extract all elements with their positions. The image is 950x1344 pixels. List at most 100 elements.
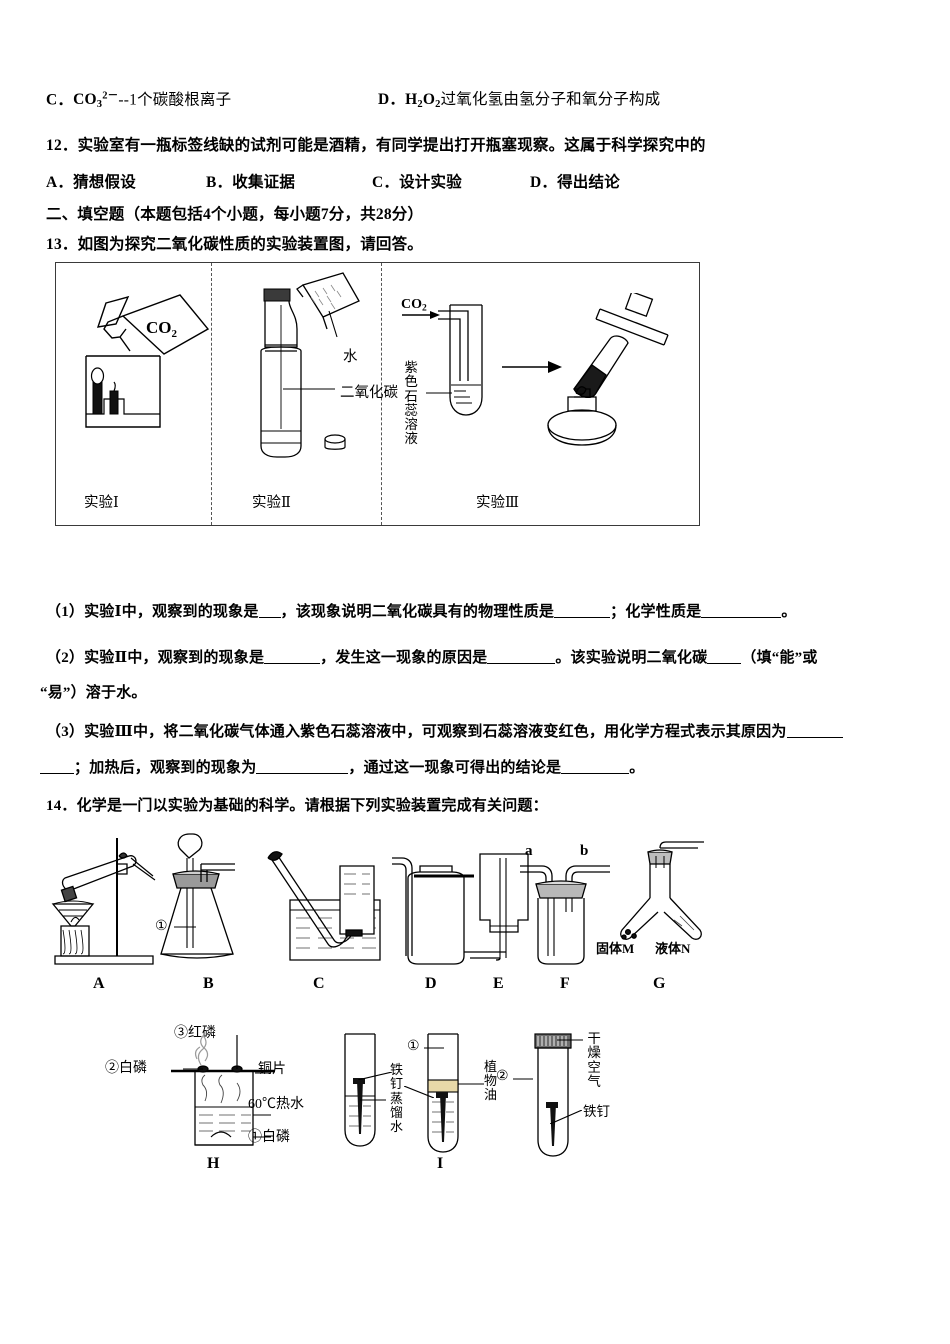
apparatus-h-drawing — [171, 1034, 275, 1146]
panel-divider-1 — [211, 263, 212, 525]
sub-q3-part-4: 。 — [629, 760, 645, 776]
callout-2-leader — [513, 1078, 533, 1080]
carbon-dioxide-label: 二氧化碳 — [340, 385, 398, 401]
co2-label-panel1: CO2 — [146, 318, 178, 340]
vegetable-oil-leader — [458, 1083, 484, 1085]
sub-q3-part-1: 实验Ⅲ中，将二氧化碳气体通入紫色石蕊溶液中，可观察到石蕊溶液变红色，用化学方程式… — [84, 724, 787, 740]
question-12-option-b: B．收集证据 — [206, 173, 295, 194]
sub-question-1: （1）实验Ⅰ中，观察到的现象是，该现象说明二氧化碳具有的物理性质是；化学性质是。 — [46, 602, 797, 622]
question-14-stem: 14．化学是一门以实验为基础的科学。请根据下列实验装置完成有关问题： — [46, 796, 548, 816]
answer-blank[interactable] — [256, 773, 349, 774]
option-d-line: D．H2O2过氧化氢由氢分子和氧分子构成 — [378, 90, 660, 112]
answer-blank[interactable] — [258, 617, 281, 618]
sub-q1-part-1: 实验Ⅰ中，观察到的现象是 — [84, 604, 259, 620]
question-12-text: 实验室有一瓶标签线缺的试剂可能是酒精，有同学提出打开瓶塞现察。这属于科学探究中的 — [77, 137, 706, 154]
apparatus-c-drawing — [267, 851, 381, 961]
port-b-label: b — [580, 843, 589, 859]
apparatus-g-letter: G — [653, 975, 666, 992]
option-c-letter: C． — [372, 174, 400, 191]
solid-m-label: 固体M — [596, 941, 635, 956]
question-12-option-a: A．猜想假设 — [46, 173, 136, 194]
iron-nail-label-left: 铁钉 — [390, 1062, 404, 1091]
white-phosphorus-2-label: ②白磷 — [105, 1061, 147, 1076]
sub-q2-part-1: 实验Ⅱ中，观察到的现象是 — [84, 650, 265, 666]
option-d-formula: H2O2 — [405, 91, 441, 110]
apparatus-a-drawing — [51, 838, 156, 965]
callout-2-label: ② — [496, 1069, 509, 1084]
hot-water-label: 60℃热水 — [248, 1097, 304, 1112]
question-12-number: 12． — [46, 137, 78, 154]
red-phosphorus-3-label: ③红磷 — [174, 1026, 216, 1041]
answer-blank[interactable] — [487, 663, 556, 664]
sub-question-2: （2）实验Ⅱ中，观察到的现象是，发生这一现象的原因是。该实验说明二氧化碳（填“能… — [46, 648, 818, 668]
apparatus-f-drawing — [520, 865, 610, 965]
section-two-heading: 二、填空题（本题包括4个小题，每小题7分，共28分） — [46, 206, 424, 223]
co2-inlet-label: CO2 — [401, 297, 427, 314]
option-c-letter: C． — [46, 91, 74, 109]
answer-blank[interactable] — [561, 773, 630, 774]
sub-q2-part-4: （填“能”或 — [741, 650, 818, 666]
test-tube-middle-drawing — [427, 1033, 459, 1153]
apparatus-e-drawing — [464, 853, 529, 961]
apparatus-c-letter: C — [313, 975, 325, 992]
callout-1-label: ① — [407, 1039, 420, 1054]
question-13-number: 13． — [46, 236, 78, 253]
apparatus-b-drawing — [160, 833, 235, 959]
question-14-number: 14． — [46, 798, 77, 814]
sub-question-2-cont: “易”）溶于水。 — [40, 685, 147, 701]
experiment-figure-box: CO2 实验Ⅰ — [55, 262, 700, 526]
question-12-option-c: C．设计实验 — [372, 173, 462, 194]
option-d-text: 过氧化氢由氢分子和氧分子构成 — [440, 91, 661, 108]
question-12-stem: 12．实验室有一瓶标签线缺的试剂可能是酒精，有同学提出打开瓶塞现察。这属于科学探… — [46, 136, 706, 157]
vegetable-oil-label: 植物油 — [484, 1059, 498, 1102]
answer-blank[interactable] — [786, 737, 843, 738]
test-tube-left-drawing — [344, 1033, 376, 1147]
question-14-text: 化学是一门以实验为基础的科学。请根据下列实验装置完成有关问题： — [76, 798, 548, 814]
option-d-label: 得出结论 — [557, 174, 620, 191]
question-13-stem: 13．如图为探究二氧化碳性质的实验装置图，请回答。 — [46, 235, 423, 256]
panel-2-caption: 实验Ⅱ — [252, 495, 291, 511]
option-d-letter: D． — [378, 91, 406, 108]
experiment-1-drawing: CO2 — [85, 294, 210, 428]
panel-divider-2 — [381, 263, 382, 525]
option-c-label: 设计实验 — [399, 174, 462, 191]
sub-q1-part-4: 。 — [781, 604, 797, 620]
apparatus-e-letter: E — [493, 975, 504, 992]
test-tube-right-drawing — [534, 1033, 572, 1157]
panel-1-caption: 实验Ⅰ — [84, 495, 119, 511]
water-label: 水 — [343, 349, 358, 365]
sub-q3-part-3: ，通过这一现象可得出的结论是 — [348, 760, 562, 776]
distilled-water-label: 蒸馏水 — [390, 1091, 404, 1134]
apparatus-g-drawing — [620, 841, 704, 940]
sub-question-3-cont: ；加热后，观察到的现象为 ，通过这一现象可得出的结论是 。 — [40, 758, 644, 778]
apparatus-d-letter: D — [425, 975, 437, 992]
question-13-text: 如图为探究二氧化碳性质的实验装置图，请回答。 — [77, 236, 424, 253]
option-b-letter: B． — [206, 174, 233, 191]
distilled-water-left-leader — [360, 1099, 386, 1101]
option-c-line: C．CO32－--1个碳酸根离子 — [46, 90, 231, 112]
answer-blank[interactable] — [707, 663, 742, 664]
apparatus-f-letter: F — [560, 975, 570, 992]
sub-q3-part-2: ；加热后，观察到的现象为 — [74, 760, 257, 776]
experiment-3-drawing — [402, 293, 669, 446]
apparatus-a-letter: A — [93, 975, 105, 992]
answer-blank[interactable] — [40, 773, 74, 774]
apparatus-b-callout-line — [174, 926, 196, 928]
port-a-label: a — [525, 843, 533, 859]
option-b-label: 收集证据 — [232, 174, 296, 191]
iron-nail-left-leader — [358, 1072, 392, 1080]
sub-q3-number: （3） — [46, 724, 85, 740]
option-d-letter: D． — [530, 174, 558, 191]
sub-q1-part-2: ，该现象说明二氧化碳具有的物理性质是 — [280, 604, 555, 620]
answer-blank[interactable] — [264, 663, 321, 664]
answer-blank[interactable] — [701, 617, 782, 618]
apparatus-h-letter: H — [207, 1155, 220, 1172]
sub-q1-number: （1） — [46, 604, 85, 620]
iron-nail-label-right: 铁钉 — [583, 1104, 610, 1119]
apparatus-i-letter: I — [437, 1155, 444, 1172]
dry-air-leader — [557, 1039, 583, 1041]
option-a-letter: A． — [46, 174, 74, 191]
liquid-n-label: 液体N — [655, 941, 691, 956]
option-c-text: --1个碳酸根离子 — [118, 91, 232, 109]
answer-blank[interactable] — [554, 617, 611, 618]
